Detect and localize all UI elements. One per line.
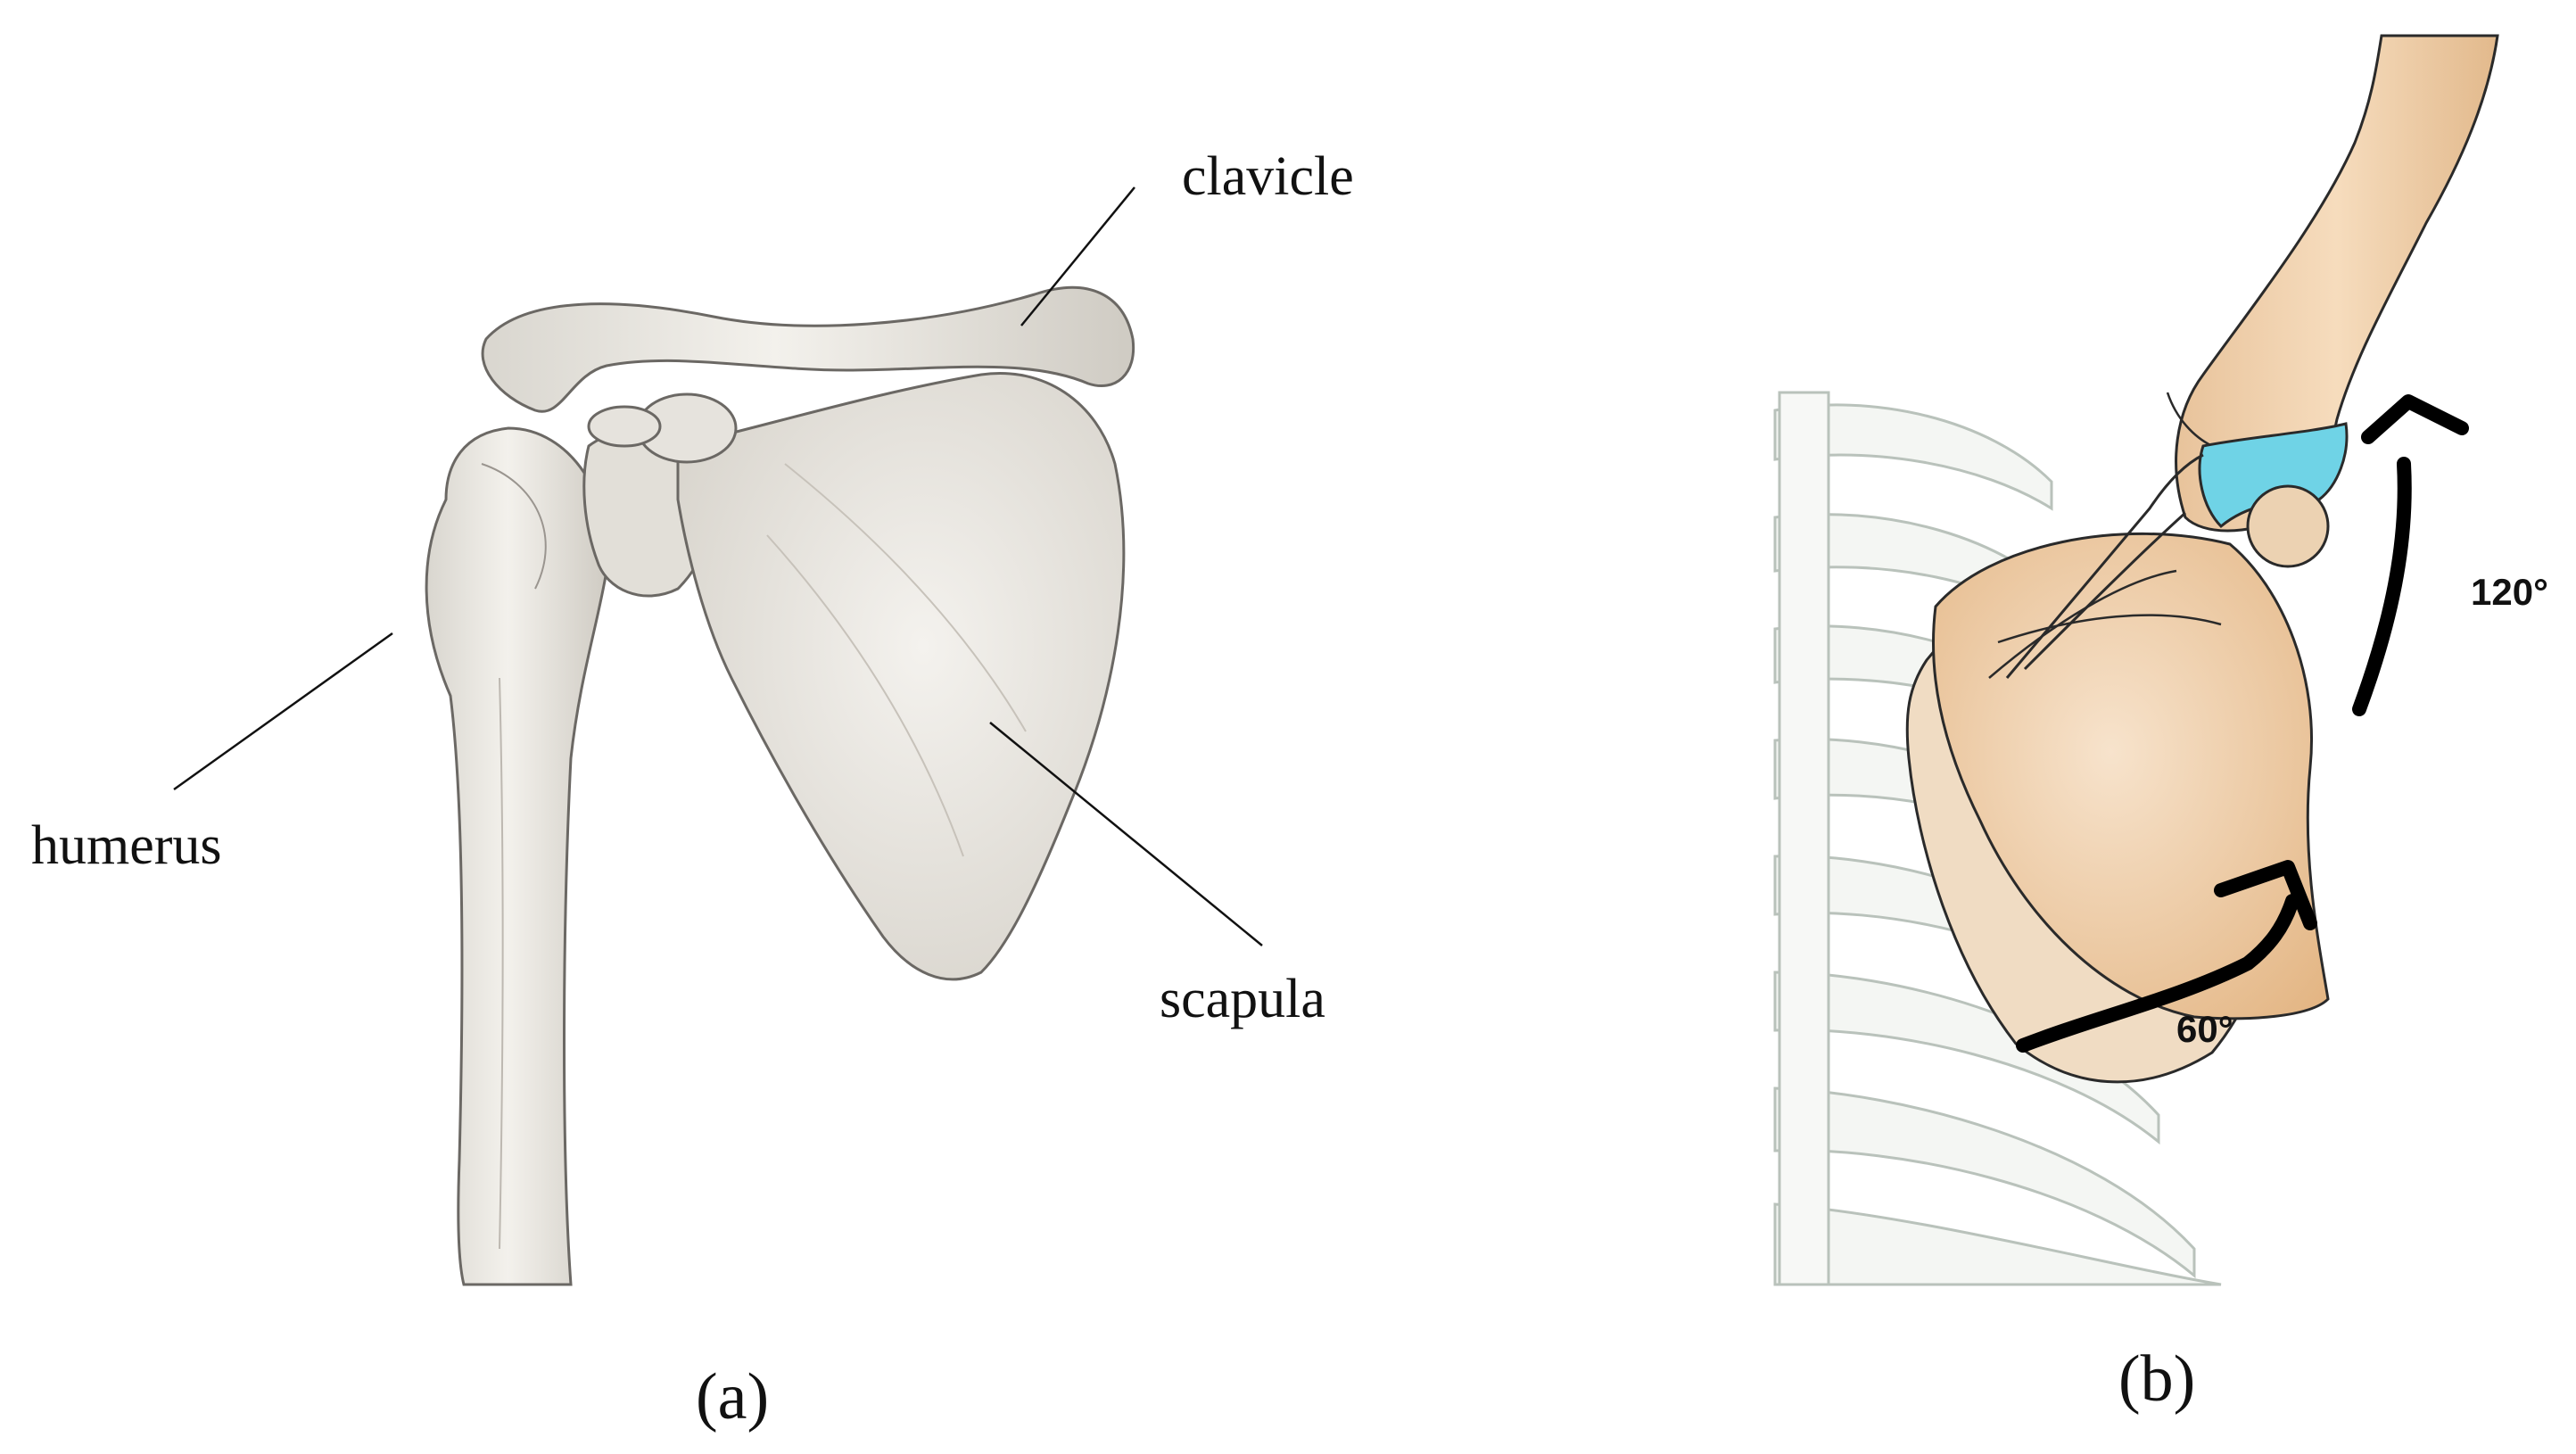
angle-label-120: 120° [2471, 571, 2548, 613]
angle-label-60: 60° [2176, 1008, 2233, 1050]
scapula-bone [676, 372, 1126, 981]
coracoid-process [587, 392, 738, 464]
clavicle-bone [481, 285, 1135, 413]
humerus-bone [425, 426, 609, 1286]
rotation-arrow-upper [2352, 394, 2469, 716]
panel-a-caption: (a) [696, 1360, 769, 1433]
clavicle-label: clavicle [1182, 146, 1354, 207]
rotation-arrow-lower [2016, 860, 2317, 1053]
humerus-leader-line [173, 632, 393, 791]
rib-cage [1773, 391, 2222, 1286]
joint-cartilage [2198, 422, 2349, 568]
panel-b: 120° 60° (b) [1773, 34, 2548, 1416]
scapula-leader-line [989, 722, 1263, 946]
clavicle-panel-b [2005, 453, 2204, 679]
scapula-rotated-position [1931, 532, 2330, 1020]
panel-b-caption: (b) [2118, 1342, 2195, 1416]
clavicle-leader-line [1020, 186, 1135, 326]
humerus-label: humerus [31, 815, 222, 876]
panel-a: clavicle humerus scapula (a) [31, 146, 1354, 1433]
scapula-label: scapula [1160, 969, 1325, 1029]
